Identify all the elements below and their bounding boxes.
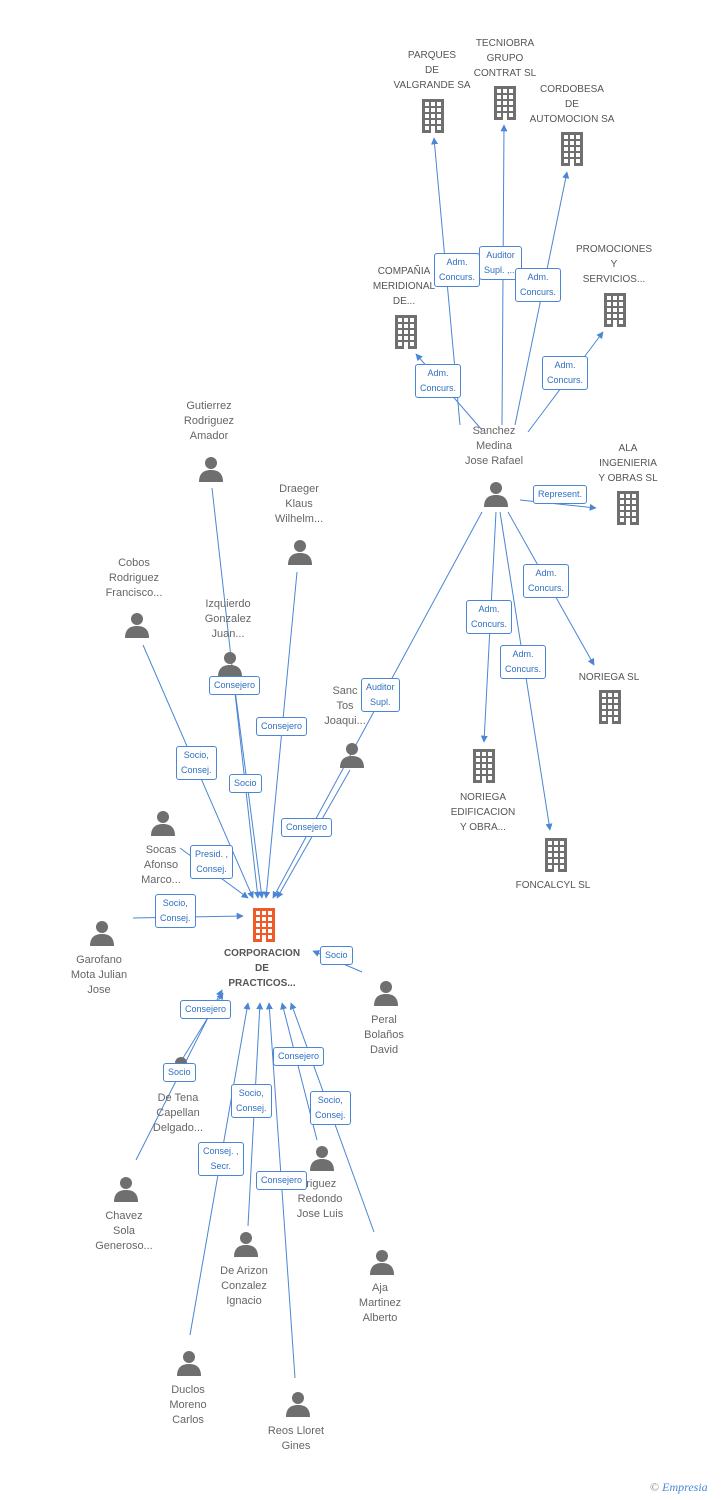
node-label-aja[interactable]: Aja Martinez Alberto [358, 1282, 402, 1324]
building-icon[interactable] [491, 86, 519, 125]
node-label-cobos[interactable]: Cobos Rodriguez Francisco... [105, 557, 163, 599]
edge-label[interactable]: Socio [163, 1063, 196, 1082]
edge-label[interactable]: Socio, Consej. [310, 1091, 351, 1125]
person-icon[interactable] [286, 537, 314, 570]
brand-name: Empresia [662, 1480, 708, 1494]
node-label-sanchez_medina[interactable]: Sanchez Medina Jose Rafael [464, 425, 524, 467]
node-label-noriega_ed[interactable]: NORIEGA EDIFICACION Y OBRA... [450, 792, 516, 833]
edge-label[interactable]: Adm. Concurs. [523, 564, 570, 598]
person-icon[interactable] [197, 454, 225, 487]
edge-label[interactable]: Consej. , Secr. [198, 1142, 244, 1176]
node-label-corporacion[interactable]: CORPORACION DE PRACTICOS... [223, 948, 301, 989]
building-icon[interactable] [614, 491, 642, 530]
edge-label[interactable]: Represent. [533, 485, 588, 504]
building-icon[interactable] [596, 690, 624, 729]
node-label-socas[interactable]: Socas Afonso Marco... [141, 844, 181, 886]
building-icon[interactable] [470, 749, 498, 788]
node-label-peral[interactable]: Peral Bolaños David [364, 1014, 404, 1056]
edge-label[interactable]: Consejero [281, 818, 333, 837]
node-label-izquierdo[interactable]: Izquierdo Gonzalez Juan... [204, 598, 252, 640]
node-label-dearizon[interactable]: De Arizon Conzalez Ignacio [220, 1265, 268, 1307]
person-icon[interactable] [338, 740, 366, 773]
node-label-ala[interactable]: ALA INGENIERIA Y OBRAS SL [598, 443, 658, 484]
building-icon[interactable] [419, 99, 447, 138]
person-icon[interactable] [112, 1174, 140, 1207]
edge-label[interactable]: Socio [229, 774, 262, 793]
node-label-tecniobra[interactable]: TECNIOBRA GRUPO CONTRAT SL [473, 38, 537, 79]
edge-label[interactable]: Adm. Concurs. [466, 600, 513, 634]
building-icon[interactable] [558, 132, 586, 171]
node-label-gutierrez[interactable]: Gutierrez Rodriguez Amador [183, 400, 235, 442]
building-icon[interactable] [250, 908, 278, 947]
person-icon[interactable] [368, 1247, 396, 1280]
person-icon[interactable] [216, 649, 244, 682]
node-label-compania[interactable]: COMPAÑIA MERIDIONAL DE... [372, 266, 436, 307]
node-label-cordobesa[interactable]: CORDOBESA DE AUTOMOCION SA [529, 84, 615, 125]
node-label-sanchez_tos[interactable]: Sanc Tos Joaqui... [324, 685, 366, 727]
edge-label[interactable]: Consejero [180, 1000, 232, 1019]
person-icon[interactable] [482, 479, 510, 512]
edge-sanchez_medina-ala [519, 499, 597, 511]
node-label-rodriguez[interactable]: lriguez Redondo Jose Luis [296, 1178, 344, 1220]
node-label-chavez[interactable]: Chavez Sola Generoso... [95, 1210, 153, 1252]
building-icon[interactable] [601, 293, 629, 332]
node-label-parques[interactable]: PARQUES DE VALGRANDE SA [393, 50, 471, 91]
node-label-promociones[interactable]: PROMOCIONES Y SERVICIOS... [575, 244, 653, 285]
node-label-garofano[interactable]: Garofano Mota Julian Jose [70, 954, 128, 996]
person-icon[interactable] [149, 808, 177, 841]
node-label-foncalcyl[interactable]: FONCALCYL SL [515, 880, 591, 891]
edge-label[interactable]: Adm. Concurs. [542, 356, 589, 390]
edge-label[interactable]: Socio, Consej. [176, 746, 217, 780]
person-icon[interactable] [123, 610, 151, 643]
building-icon[interactable] [392, 315, 420, 354]
node-label-draeger[interactable]: Draeger Klaus Wilhelm... [274, 483, 324, 525]
footer-brand: © Empresia [650, 1480, 708, 1495]
edge-reos-corporacion [265, 1002, 296, 1379]
edge-label[interactable]: Auditor Supl. ,... [479, 246, 523, 280]
edge-label[interactable]: Adm. Concurs. [500, 645, 547, 679]
person-icon[interactable] [88, 918, 116, 951]
edge-label[interactable]: Presid. , Consej. [190, 845, 234, 879]
person-icon[interactable] [372, 978, 400, 1011]
edge-label[interactable]: Consejero [209, 676, 261, 695]
node-label-reos[interactable]: Reos Lloret Gines [267, 1425, 325, 1452]
edge-label[interactable]: Adm. Concurs. [515, 268, 562, 302]
edge-label[interactable]: Adm. Concurs. [415, 364, 462, 398]
person-icon[interactable] [232, 1229, 260, 1262]
person-icon[interactable] [284, 1389, 312, 1422]
edge-label[interactable]: Consejero [256, 1171, 308, 1190]
node-label-noriega_sl[interactable]: NORIEGA SL [578, 672, 640, 683]
node-label-duclos[interactable]: Duclos Moreno Carlos [169, 1384, 207, 1426]
edge-label[interactable]: Consejero [256, 717, 308, 736]
person-icon[interactable] [308, 1143, 336, 1176]
edge-label[interactable]: Auditor Supl. [361, 678, 400, 712]
node-label-detena[interactable]: De Tena Capellan Delgado... [152, 1092, 204, 1134]
person-icon[interactable] [175, 1348, 203, 1381]
edge-label[interactable]: Socio, Consej. [231, 1084, 272, 1118]
copyright-symbol: © [650, 1480, 660, 1494]
edge-label[interactable]: Adm. Concurs. [434, 253, 481, 287]
building-icon[interactable] [542, 838, 570, 877]
edge-label[interactable]: Consejero [273, 1047, 325, 1066]
edge-label[interactable]: Socio [320, 946, 353, 965]
edge-label[interactable]: Socio, Consej. [155, 894, 196, 928]
